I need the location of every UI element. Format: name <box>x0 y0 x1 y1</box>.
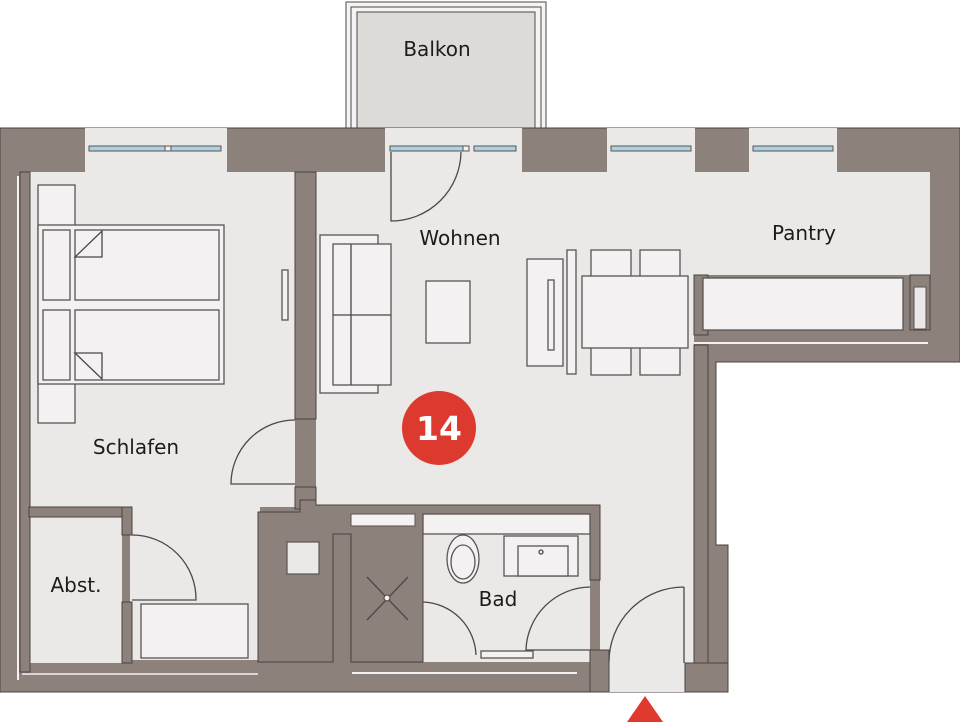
room-label-balkon: Balkon <box>403 37 471 61</box>
tv-sideboard <box>526 249 577 375</box>
room-label-pantry: Pantry <box>772 221 836 245</box>
room-label-abstellraum: Abst. <box>50 573 102 597</box>
bathroom-fixtures <box>366 513 591 659</box>
room-label-wohnen: Wohnen <box>419 226 501 250</box>
coffee-table <box>425 280 471 344</box>
bed <box>37 184 225 424</box>
windows <box>85 128 837 172</box>
dining-table <box>581 249 689 376</box>
unit-number-badge: 14 <box>402 391 476 465</box>
doors <box>131 151 685 663</box>
interior-walls <box>17 171 931 693</box>
sofa <box>319 234 392 394</box>
balcony <box>345 1 547 130</box>
wall-tv-bedroom <box>281 269 289 321</box>
wardrobe-bedroom <box>140 603 249 659</box>
room-label-schlafen: Schlafen <box>92 435 180 459</box>
entrance-arrow-icon <box>627 696 663 722</box>
room-label-bad: Bad <box>478 587 518 611</box>
